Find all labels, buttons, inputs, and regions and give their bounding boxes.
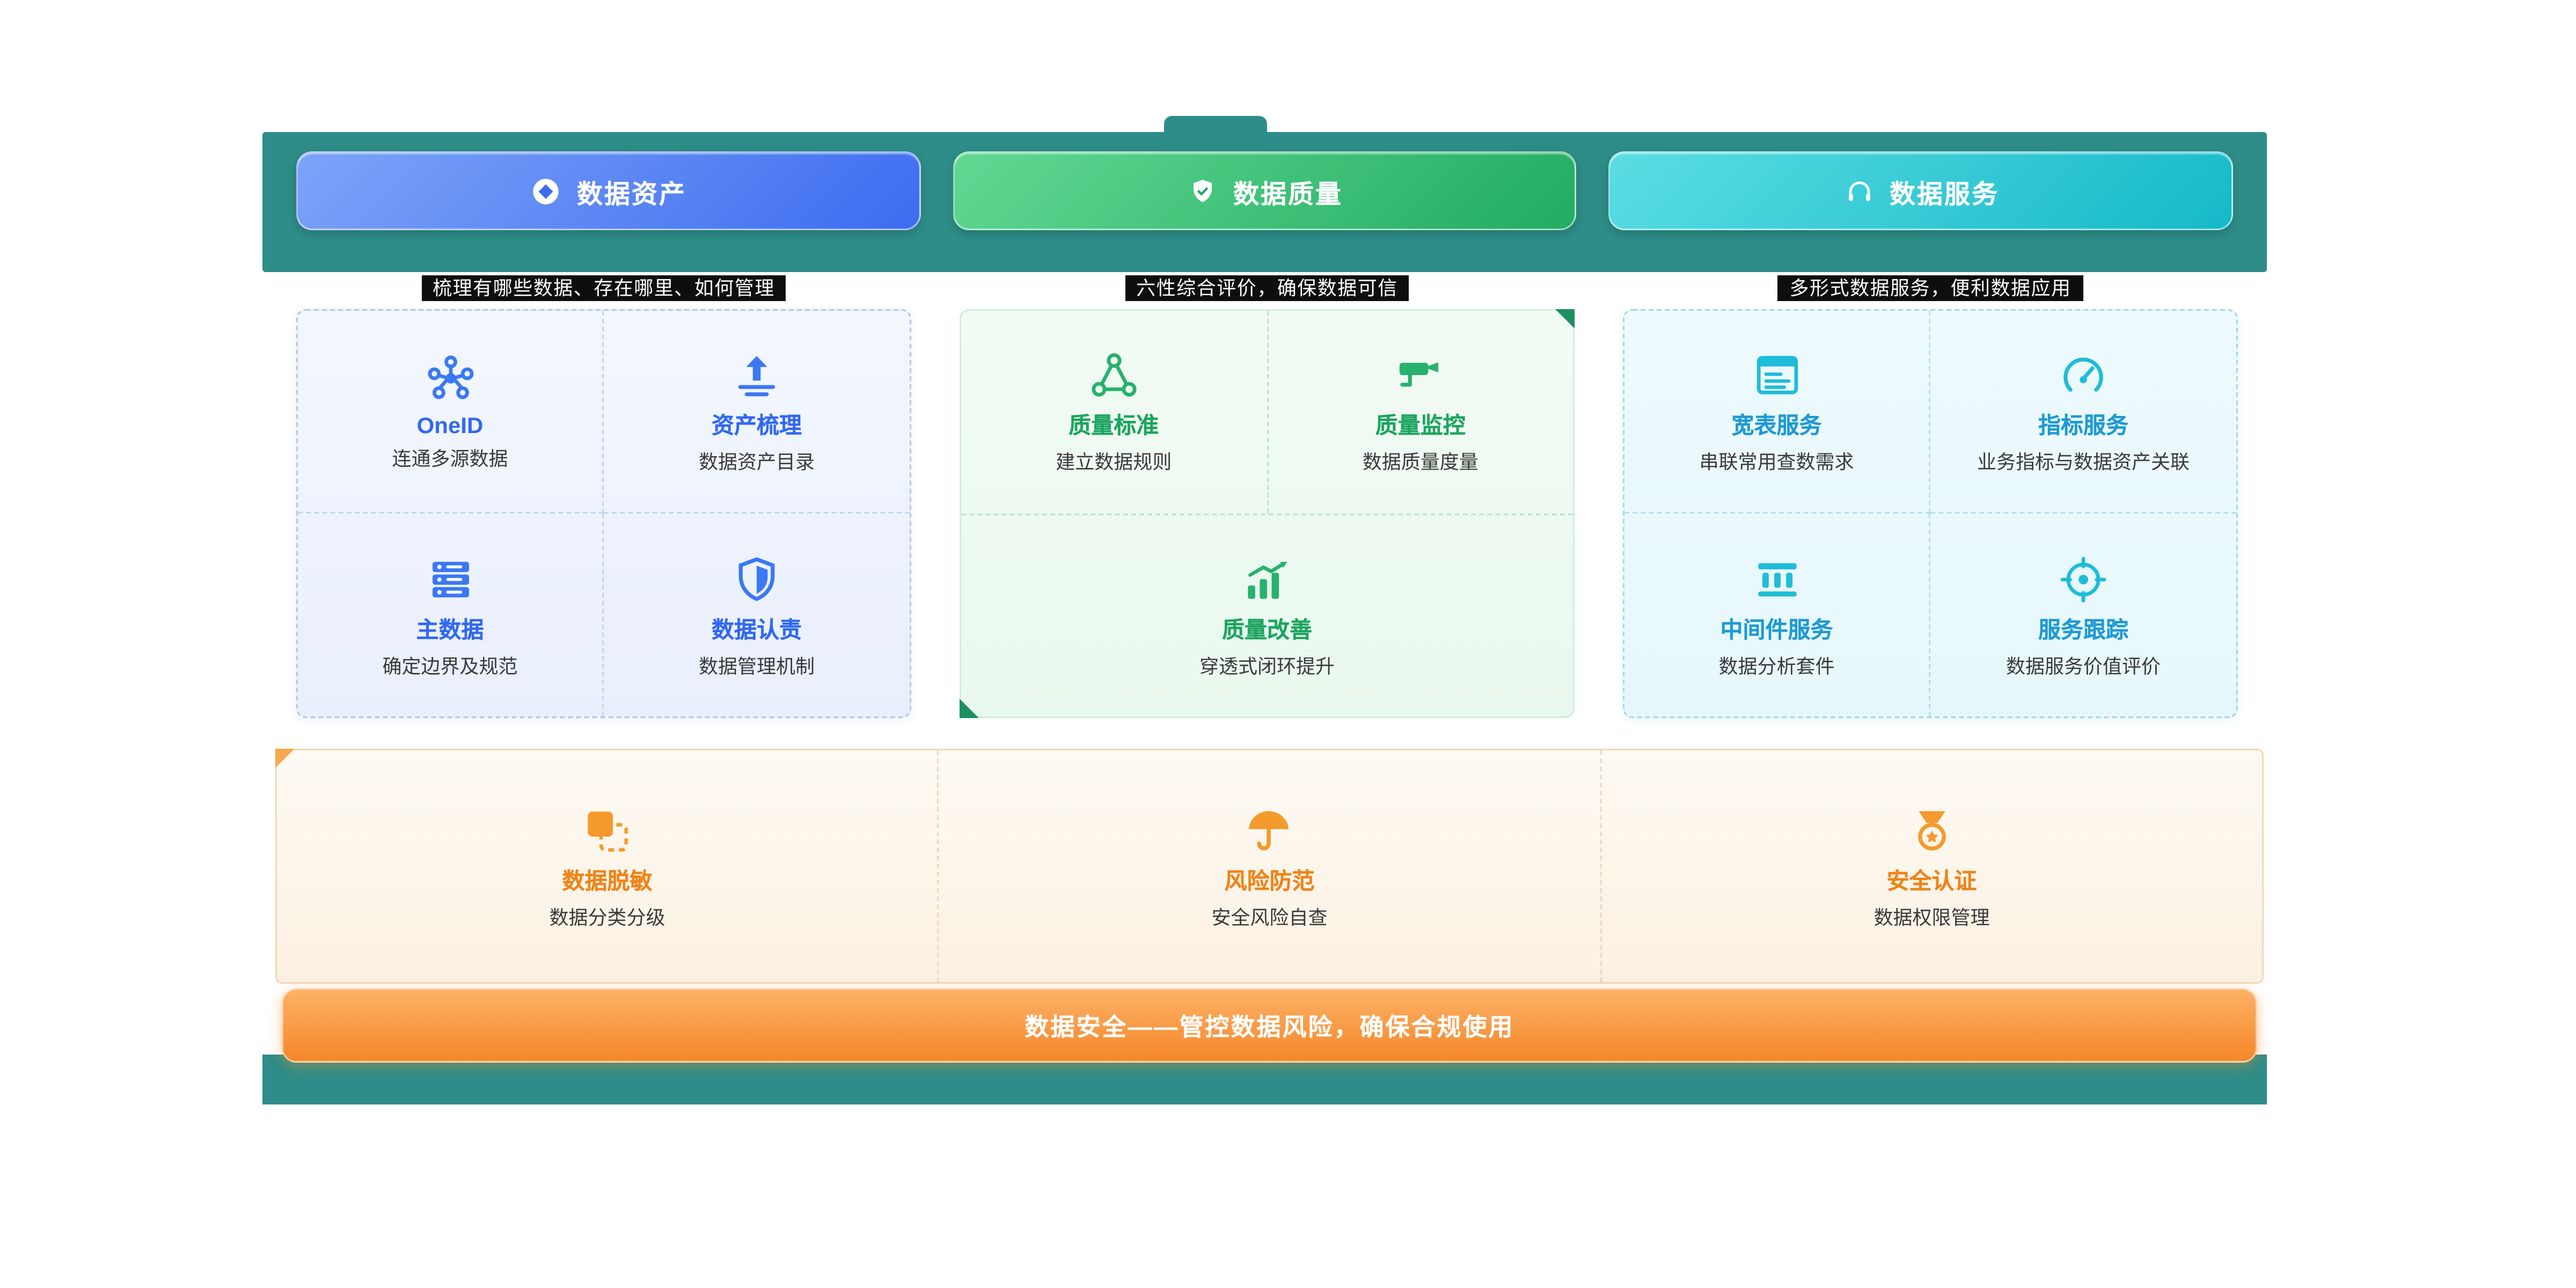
- caption-chip: 六性综合评价，确保数据可信: [1125, 274, 1409, 301]
- feature-subtitle: 数据资产目录: [698, 451, 815, 473]
- medal-star-icon: [1904, 803, 1959, 858]
- bar-chart-up-icon: [1240, 552, 1294, 606]
- feature-subtitle: 串联常用查数需求: [1699, 451, 1854, 473]
- gem-icon: [530, 175, 562, 207]
- feature-risk-prevention: 风险防范 安全风险自查: [1211, 803, 1328, 930]
- feature-title: 主数据: [416, 616, 484, 642]
- table-icon: [1750, 348, 1804, 402]
- security-column: 数据脱敏 数据分类分级: [277, 750, 938, 982]
- node-triangle-icon: [1086, 348, 1141, 403]
- header-band: 数据资产 数据质量 数据服务: [262, 132, 2267, 272]
- bottom-band: [262, 1055, 2267, 1104]
- network-icon: [423, 351, 478, 406]
- feature-title: 质量标准: [1069, 412, 1159, 438]
- feature-subtitle: 连通多源数据: [392, 448, 508, 470]
- feature-subtitle: 数据服务价值评价: [2006, 654, 2161, 677]
- panel-data-services: 宽表服务 串联常用查数需求 指标服务 业务指标与数据资产关联 中间件服务 数据分…: [1623, 309, 2238, 718]
- tab-data-quality-label: 数据质量: [1233, 181, 1343, 209]
- feature-subtitle: 确定边界及规范: [382, 654, 518, 677]
- shield-icon: [729, 552, 784, 606]
- caption-data-assets: 梳理有哪些数据、存在哪里、如何管理: [296, 274, 911, 301]
- feature-title: 中间件服务: [1720, 616, 1833, 642]
- feature-data-accountability: 数据认责 数据管理机制: [604, 514, 910, 716]
- feature-subtitle: 数据分析套件: [1718, 654, 1835, 677]
- feature-subtitle: 数据质量度量: [1362, 451, 1479, 474]
- security-column: 风险防范 安全风险自查: [937, 750, 1600, 982]
- feature-subtitle: 穿透式闭环提升: [1199, 655, 1335, 678]
- tab-data-quality[interactable]: 数据质量: [953, 151, 1577, 230]
- feature-master-data: 主数据 确定边界及规范: [298, 514, 604, 716]
- tab-data-services-label: 数据服务: [1890, 181, 2000, 209]
- caption-data-services: 多形式数据服务，便利数据应用: [1623, 274, 2238, 301]
- cctv-camera-icon: [1393, 348, 1448, 403]
- tab-data-assets-label: 数据资产: [576, 181, 687, 209]
- panel-data-assets: OneID 连通多源数据 资产梳理 数据资产目录 主数据 确定边界及规范: [296, 309, 911, 718]
- umbrella-icon: [1242, 803, 1297, 858]
- feature-title: 质量监控: [1375, 412, 1466, 438]
- feature-title: 风险防范: [1224, 867, 1315, 893]
- feature-subtitle: 数据权限管理: [1874, 905, 1990, 928]
- feature-title: OneID: [416, 412, 484, 438]
- feature-metric-service: 指标服务 业务指标与数据资产关联: [1930, 311, 2236, 514]
- feature-title: 服务跟踪: [2038, 616, 2128, 642]
- feature-title: 质量改善: [1222, 616, 1312, 642]
- caption-chip: 梳理有哪些数据、存在哪里、如何管理: [421, 274, 786, 301]
- feature-title: 数据认责: [712, 616, 802, 642]
- data-security-banner-text: 数据安全——管控数据风险，确保合规使用: [1024, 1013, 1514, 1041]
- feature-subtitle: 数据管理机制: [698, 654, 815, 677]
- feature-title: 指标服务: [2038, 412, 2128, 438]
- feature-subtitle: 业务指标与数据资产关联: [1977, 451, 2190, 473]
- server-stack-icon: [423, 552, 478, 606]
- tab-data-assets[interactable]: 数据资产: [296, 151, 921, 230]
- data-security-banner: 数据安全——管控数据风险，确保合规使用: [282, 989, 2257, 1063]
- feature-quality-standard: 质量标准 建立数据规则: [961, 311, 1268, 513]
- security-column: 安全认证 数据权限管理: [1599, 750, 2262, 982]
- feature-data-masking: 数据脱敏 数据分类分级: [549, 803, 665, 930]
- feature-subtitle: 数据分类分级: [549, 905, 665, 928]
- overlap-cards-icon: [580, 803, 634, 858]
- upload-arrow-icon: [729, 348, 784, 402]
- gauge-icon: [2056, 348, 2111, 402]
- feature-security-certification: 安全认证 数据权限管理: [1874, 803, 1989, 930]
- caption-data-quality: 六性综合评价，确保数据可信: [960, 274, 1575, 301]
- bridge-bars-icon: [1750, 552, 1804, 606]
- feature-subtitle: 建立数据规则: [1056, 451, 1172, 474]
- feature-asset-sorting: 资产梳理 数据资产目录: [604, 311, 910, 514]
- feature-quality-monitor: 质量监控 数据质量度量: [1268, 311, 1574, 513]
- target-icon: [2056, 552, 2111, 606]
- shield-check-icon: [1187, 175, 1219, 207]
- feature-title: 资产梳理: [712, 412, 802, 438]
- feature-title: 数据脱敏: [562, 867, 653, 893]
- feature-subtitle: 安全风险自查: [1211, 905, 1328, 928]
- feature-title: 安全认证: [1886, 867, 1977, 893]
- feature-service-tracking: 服务跟踪 数据服务价值评价: [1930, 514, 2236, 716]
- caption-chip: 多形式数据服务，便利数据应用: [1778, 274, 2083, 301]
- panel-data-security: 数据脱敏 数据分类分级 风险防范 安全风险自查 安全认证 数据权限管理: [275, 749, 2264, 984]
- feature-oneid: OneID 连通多源数据: [298, 311, 604, 514]
- feature-wide-table-service: 宽表服务 串联常用查数需求: [1624, 311, 1930, 514]
- panel-data-quality: 质量标准 建立数据规则 质量监控 数据质量度量 质量改善 穿: [960, 309, 1575, 718]
- feature-title: 宽表服务: [1731, 412, 1822, 438]
- feature-quality-improve: 质量改善 穿透式闭环提升: [961, 515, 1573, 717]
- headphones-icon: [1843, 175, 1875, 207]
- tab-data-services[interactable]: 数据服务: [1609, 151, 2234, 230]
- feature-middleware-service: 中间件服务 数据分析套件: [1624, 514, 1930, 716]
